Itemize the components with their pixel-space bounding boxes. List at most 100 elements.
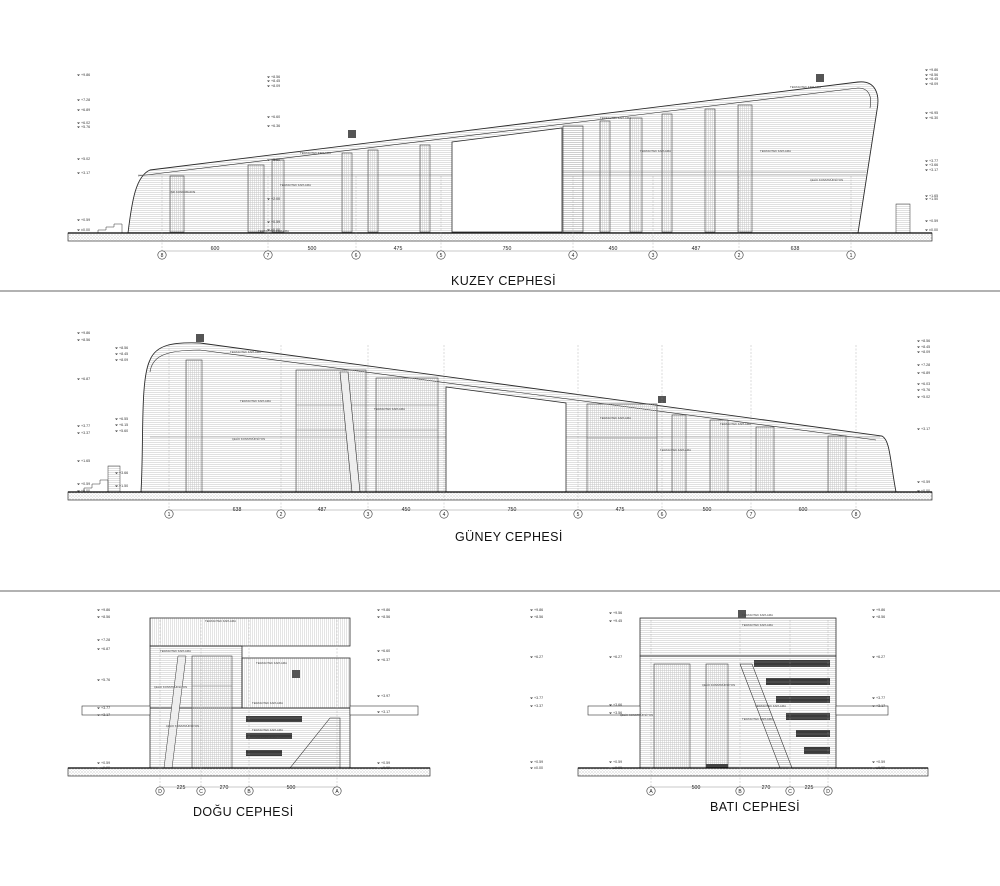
level-label: +8.09 [929,82,938,86]
level-label: ±0.00 [921,489,930,493]
west-elevation-title: BATI CEPHESİ [710,800,800,814]
level-marker [872,697,875,699]
level-label: ±0.00 [81,489,90,493]
west-door-panel [705,663,729,769]
grid-axis-label: 1 [168,512,171,518]
level-marker [872,656,875,658]
north-window [704,108,716,233]
north-roof-vent [348,130,356,138]
level-marker [97,616,100,618]
level-marker [872,616,875,618]
level-marker [377,767,380,769]
level-label: +5.76 [81,125,90,129]
south-glazing-block [586,403,658,493]
level-marker [77,425,80,427]
level-label: ±0.00 [81,228,90,232]
level-label: ±0.00 [101,766,110,770]
west-louver [754,660,830,667]
level-marker [917,428,920,430]
level-marker [925,220,928,222]
level-label: +5.60 [271,158,280,162]
level-label: +9.56 [613,611,622,615]
grid-axis-label: 1 [850,253,853,259]
material-note: ÇELİK KONSTRÜKSİYON [620,712,653,717]
level-marker [77,219,80,221]
grid-axis-bubble [573,509,583,519]
west-roof-vent [738,610,746,618]
south-elevation-title: GÜNEY CEPHESİ [455,530,563,544]
south-roof-band [149,349,877,441]
grid-axis-bubble [646,786,656,796]
level-marker [267,221,270,223]
south-windows [185,359,847,493]
level-marker [925,117,928,119]
level-label: +9.45 [613,619,622,623]
level-label: +6.60 [381,649,390,653]
dimension-value: 225 [177,785,186,791]
material-note: TERASOTEK KAPLAMA [600,416,631,420]
level-marker [925,198,928,200]
material-note: TERASOTEK KAPLAMA [252,728,283,732]
level-label: +3.17 [876,704,885,708]
level-label: +7.28 [101,638,110,642]
level-label: +0.59 [534,760,543,764]
grid-axis-bubble [155,786,165,796]
material-note: TERASOTEK KAPLAMA [280,183,311,187]
south-open-gap [445,386,567,493]
grid-axis-bubble [164,509,174,519]
level-label: +3.17 [929,168,938,172]
level-label: +5.76 [101,678,110,682]
level-marker [77,122,80,124]
north-window [661,113,673,233]
material-note: ÇELİK KONSTRÜKSİYON [166,723,199,728]
level-label: +3.77 [534,696,543,700]
level-label: +0.59 [381,761,390,765]
level-marker [925,164,928,166]
east-cantilever [81,705,151,716]
level-marker [77,158,80,160]
material-note: TERASOTEK KAPLAMA [240,399,271,403]
grid-axis-bubble [846,250,856,260]
level-marker [917,396,920,398]
dimension-value: 500 [703,507,712,513]
level-marker [77,126,80,128]
east-roof-vent [292,670,300,678]
level-marker [609,712,612,714]
grid-axis-label: D [158,789,162,795]
level-label: +6.30 [929,116,938,120]
dimension-value: 638 [233,507,242,513]
level-label: +6.15 [119,423,128,427]
grid-axis-label: 7 [750,512,753,518]
level-marker [115,424,118,426]
level-marker [917,383,920,385]
level-marker [97,648,100,650]
level-marker [115,359,118,361]
north-elevation-title: KUZEY CEPHESİ [451,274,556,288]
level-label: +8.56 [876,615,885,619]
level-label: +8.45 [119,352,128,356]
level-label: +6.60 [271,115,280,119]
level-marker [115,418,118,420]
level-marker [115,353,118,355]
level-label: +6.87 [101,647,110,651]
south-ground-strip [67,491,933,501]
level-marker [872,761,875,763]
level-label: +8.45 [921,345,930,349]
dimension-value: 270 [762,785,771,791]
level-marker [115,472,118,474]
grid-axis-bubble [657,509,667,519]
material-note: TERASOTEK KAPLAMA [720,422,751,426]
level-label: +6.27 [876,655,885,659]
material-note: TERASOTEK KAPLAMA [742,717,773,721]
level-marker [530,656,533,658]
level-label: +6.55 [119,417,128,421]
level-marker [377,695,380,697]
south-entry-steps [83,479,109,492]
north-ground-strip [67,232,933,242]
level-marker [77,109,80,111]
level-marker [377,711,380,713]
level-label: +1.65 [81,459,90,463]
north-window [629,117,643,233]
